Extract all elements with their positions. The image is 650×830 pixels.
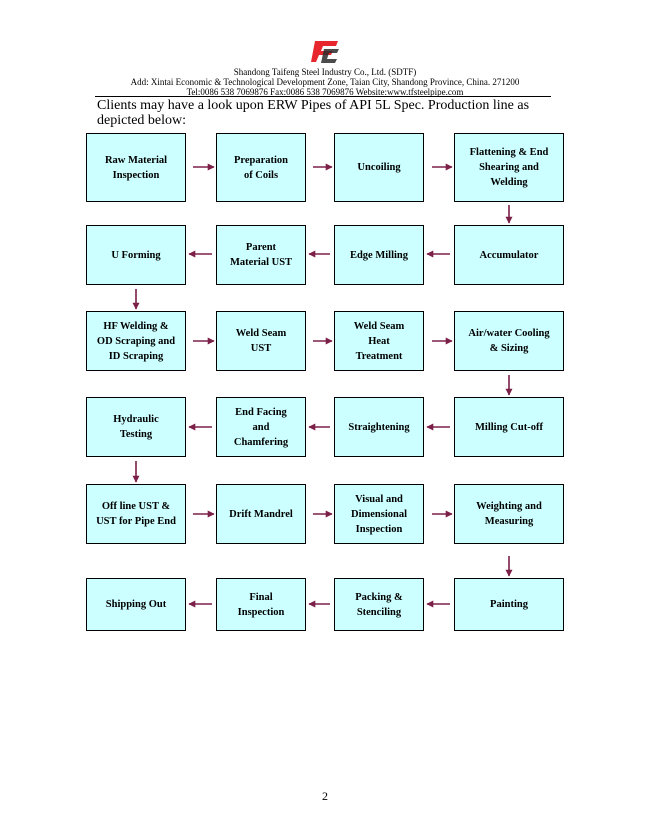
step-parent-material-ust: Parent Material UST xyxy=(216,225,306,285)
step-hydraulic-testing: Hydraulic Testing xyxy=(86,397,186,457)
step-end-facing-chamfering: End Facing and Chamfering xyxy=(216,397,306,457)
step-edge-milling: Edge Milling xyxy=(334,225,424,285)
step-offline-ust: Off line UST & UST for Pipe End xyxy=(86,484,186,544)
page-number: 2 xyxy=(322,789,328,803)
step-uncoiling: Uncoiling xyxy=(334,133,424,202)
company-address: Add: Xintai Economic & Technological Dev… xyxy=(130,77,520,87)
step-preparation-of-coils: Preparation of Coils xyxy=(216,133,306,202)
step-drift-mandrel: Drift Mandrel xyxy=(216,484,306,544)
step-weld-seam-ust: Weld Seam UST xyxy=(216,311,306,371)
step-hf-welding: HF Welding & OD Scraping and ID Scraping xyxy=(86,311,186,371)
step-raw-material-inspection: Raw Material Inspection xyxy=(86,133,186,202)
step-accumulator: Accumulator xyxy=(454,225,564,285)
company-name: Shandong Taifeng Steel Industry Co., Ltd… xyxy=(233,67,417,77)
step-flattening-end-shearing-welding: Flattening & End Shearing and Welding xyxy=(454,133,564,202)
step-u-forming: U Forming xyxy=(86,225,186,285)
step-packing-stenciling: Packing & Stenciling xyxy=(334,578,424,631)
company-contact: Tel:0086 538 7069876 Fax:0086 538 706987… xyxy=(186,87,464,97)
company-logo xyxy=(311,41,339,63)
intro-text: Clients may have a look upon ERW Pipes o… xyxy=(97,98,530,128)
step-shipping-out: Shipping Out xyxy=(86,578,186,631)
header-rule xyxy=(95,96,551,97)
step-painting: Painting xyxy=(454,578,564,631)
step-milling-cut-off: Milling Cut-off xyxy=(454,397,564,457)
step-final-inspection: Final Inspection xyxy=(216,578,306,631)
step-air-water-cooling-sizing: Air/water Cooling & Sizing xyxy=(454,311,564,371)
step-weld-seam-heat-treatment: Weld Seam Heat Treatment xyxy=(334,311,424,371)
step-weighting-measuring: Weighting and Measuring xyxy=(454,484,564,544)
step-visual-dimensional-inspection: Visual and Dimensional Inspection xyxy=(334,484,424,544)
step-straightening: Straightening xyxy=(334,397,424,457)
